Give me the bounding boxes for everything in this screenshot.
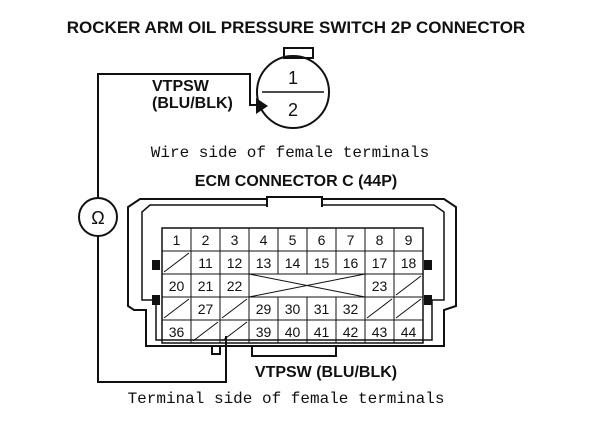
terminal-number: 29	[256, 301, 272, 317]
switch-view-note: Wire side of female terminals	[151, 144, 429, 162]
terminal-number: 20	[169, 278, 185, 294]
terminal-number: 17	[372, 255, 388, 271]
ohmmeter: Ω	[78, 197, 118, 237]
terminal-number: 40	[285, 324, 301, 340]
terminal-number: 1	[173, 232, 181, 248]
terminal-number: 30	[285, 301, 301, 317]
blank-block-cross	[248, 273, 366, 298]
terminal-number: 44	[401, 324, 417, 340]
ohm-icon: Ω	[91, 208, 104, 228]
empty-terminal-slash	[366, 298, 393, 319]
terminal-number: 18	[401, 255, 417, 271]
terminal-number: 23	[372, 278, 388, 294]
empty-terminal-slash	[395, 298, 422, 319]
terminal-number: 31	[314, 301, 330, 317]
terminal-number: 21	[198, 278, 214, 294]
terminal-number: 36	[169, 324, 185, 340]
terminal-number: 32	[343, 301, 359, 317]
empty-terminal-slash	[163, 298, 190, 319]
ecm-view-note: Terminal side of female terminals	[128, 390, 445, 408]
empty-terminal-slash	[221, 298, 248, 319]
terminal-number: 3	[231, 232, 239, 248]
terminal-number: 9	[405, 232, 413, 248]
empty-terminal-slash	[192, 321, 219, 342]
terminal-number: 22	[227, 278, 243, 294]
empty-terminal-slash	[221, 321, 248, 342]
terminal-number: 39	[256, 324, 272, 340]
terminal-number: 7	[347, 232, 355, 248]
empty-terminal-slash	[395, 275, 422, 296]
terminal-number: 16	[343, 255, 359, 271]
switch-pin-2: 2	[288, 100, 298, 120]
switch-pin-1: 1	[288, 68, 298, 88]
empty-terminal-slash	[163, 252, 190, 273]
terminal-number: 13	[256, 255, 272, 271]
terminal-number: 41	[314, 324, 330, 340]
terminal-number: 8	[376, 232, 384, 248]
terminal-number: 42	[343, 324, 359, 340]
switch-connector: 1 2	[256, 47, 330, 129]
terminal-number: 2	[202, 232, 210, 248]
terminal-number: 5	[289, 232, 297, 248]
ecm-bottom-label: VTPSW (BLU/BLK)	[255, 364, 397, 381]
switch-wire-color: (BLU/BLK)	[152, 95, 233, 112]
terminal-cell	[393, 319, 424, 344]
terminal-number: 4	[260, 232, 268, 248]
terminal-number: 27	[198, 301, 214, 317]
ecm-connector-title: ECM CONNECTOR C (44P)	[195, 173, 397, 190]
terminal-number: 12	[227, 255, 243, 271]
terminal-number: 43	[372, 324, 388, 340]
terminal-number: 11	[198, 255, 213, 271]
terminal-number: 6	[318, 232, 326, 248]
terminal-number: 14	[285, 255, 301, 271]
diagram-title: ROCKER ARM OIL PRESSURE SWITCH 2P CONNEC…	[67, 18, 525, 37]
switch-signal-label: VTPSW	[152, 78, 210, 95]
terminal-number: 15	[314, 255, 330, 271]
